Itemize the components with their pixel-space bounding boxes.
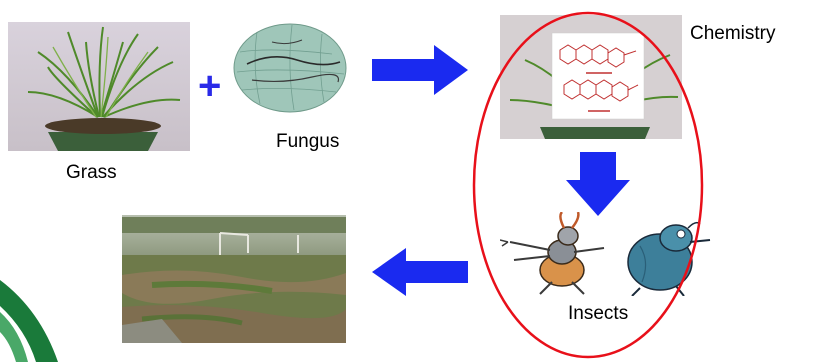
- grass-label: Grass: [66, 162, 117, 184]
- decorative-swoosh: [0, 250, 70, 362]
- grass-photo: [8, 22, 190, 151]
- left-arrow-icon: [372, 248, 468, 296]
- fungus-label: Fungus: [276, 131, 339, 153]
- field-photo: [122, 215, 346, 343]
- right-arrow-icon: [372, 45, 468, 95]
- fungus-photo: [232, 22, 348, 114]
- highlight-ellipse: [470, 8, 706, 362]
- plus-sign: +: [198, 64, 221, 109]
